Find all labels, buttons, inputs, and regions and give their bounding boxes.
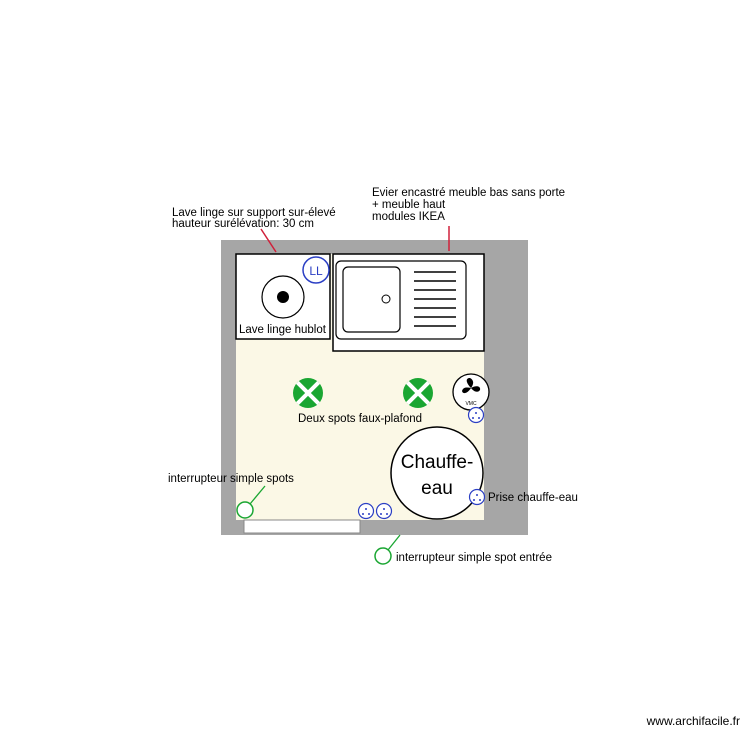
sink-note-line3: modules IKEA xyxy=(372,211,445,223)
svg-text:LL: LL xyxy=(309,264,323,278)
switch-spots-label: interrupteur simple spots xyxy=(168,473,294,485)
washer-support-note-line1: Lave linge sur support sur-élevé xyxy=(172,207,336,219)
washer-support-note-line2: hauteur surélévation: 30 cm xyxy=(172,218,314,230)
sink-note-line2: + meuble haut xyxy=(372,199,446,211)
spots-label: Deux spots faux-plafond xyxy=(298,413,422,425)
water-heater[interactable]: Chauffe- eau xyxy=(390,426,484,520)
water-heater-outlet-label: Prise chauffe-eau xyxy=(488,492,578,504)
vmc-fan-icon[interactable]: VMC xyxy=(452,373,490,411)
ceiling-spot-right-icon[interactable] xyxy=(403,378,433,408)
door-opening xyxy=(243,519,361,534)
watermark: www.archifacile.fr xyxy=(646,714,740,728)
washer-leader-line xyxy=(260,228,277,253)
vmc-outlet-icon[interactable] xyxy=(467,406,485,424)
bottom-outlet-2-icon[interactable] xyxy=(375,502,393,520)
svg-text:VMC: VMC xyxy=(465,401,477,407)
ceiling-spot-left-icon[interactable] xyxy=(293,378,323,408)
svg-text:eau: eau xyxy=(421,478,453,499)
switch-spots-icon[interactable] xyxy=(236,485,266,519)
switch-entry-label: interrupteur simple spot entrée xyxy=(396,552,552,564)
sink-unit[interactable] xyxy=(332,253,485,352)
sink-note-line1: Evier encastré meuble bas sans porte xyxy=(372,187,565,199)
water-heater-outlet-icon[interactable] xyxy=(468,488,486,506)
washer-label: Lave linge hublot xyxy=(239,324,327,336)
bottom-outlet-1-icon[interactable] xyxy=(357,502,375,520)
washer-outlet-icon[interactable]: LL xyxy=(302,256,330,284)
washing-machine[interactable] xyxy=(235,253,331,340)
switch-entry-icon[interactable] xyxy=(374,534,401,565)
svg-text:Chauffe-: Chauffe- xyxy=(401,452,474,473)
